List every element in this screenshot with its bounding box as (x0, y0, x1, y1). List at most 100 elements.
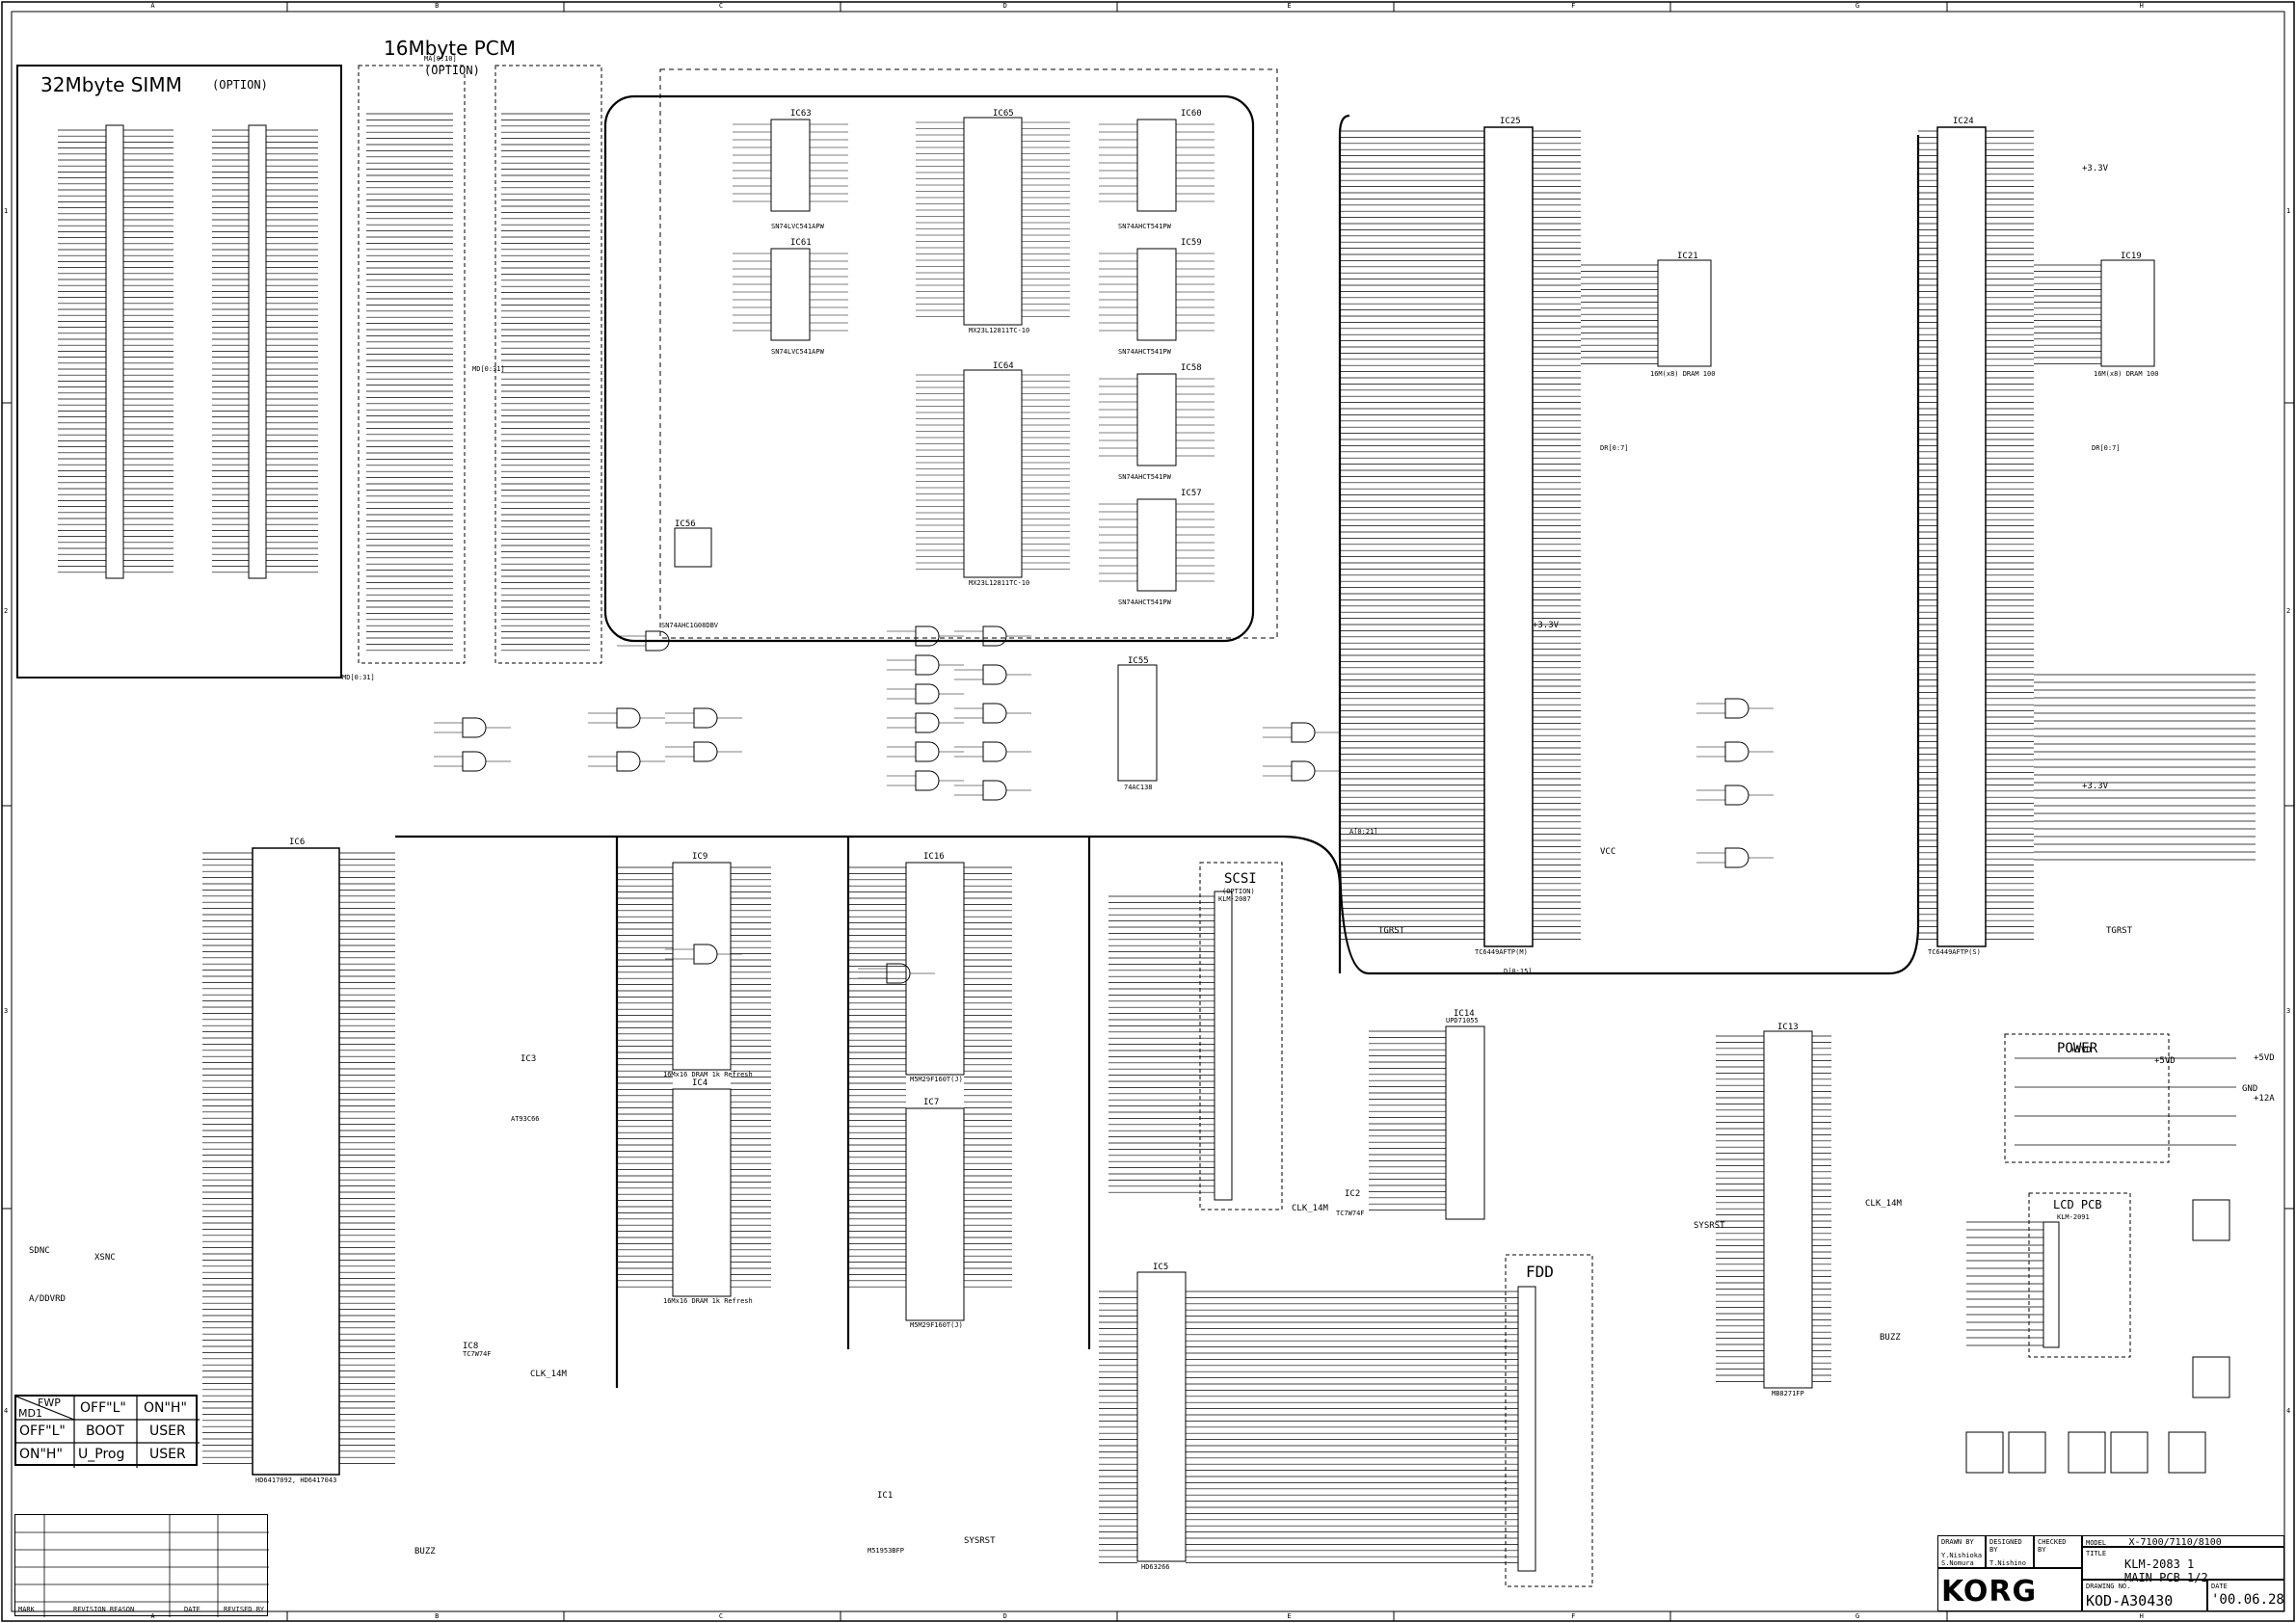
ic13-label: IC13 (1777, 1023, 1799, 1032)
grid-row-label: 2 (4, 606, 9, 615)
label-v33: +3.3V (1533, 621, 1560, 630)
grid-column-label: D (1002, 1612, 1007, 1620)
power-title: POWER (2057, 1041, 2098, 1056)
grid-column-label: A (150, 2, 155, 10)
grid-column-label: G (1855, 1612, 1860, 1620)
chip-outline (1136, 248, 1177, 341)
ic57-part: SN74AHCT541PW (1118, 599, 1171, 606)
ic9-label: IC9 (692, 852, 708, 862)
ic5-box (1136, 1271, 1187, 1562)
scsi-title: SCSI (1224, 871, 1257, 887)
ic16-label: IC16 (923, 852, 945, 862)
logic-gate (1724, 741, 1749, 762)
ic4-part: 16Mx16 DRAM 1k Refresh (663, 1297, 753, 1305)
simm32-box (16, 65, 342, 678)
logic-gate (1291, 722, 1316, 743)
ic1-label: IC1 (877, 1491, 894, 1501)
label-v33-3: +3.3V (2082, 782, 2109, 791)
ic6-part: HD6417092, HD6417043 (255, 1477, 337, 1484)
tb-checked-by: CHECKED BY (2038, 1538, 2067, 1554)
ic56-part: SN74AHC1G08DBV (661, 622, 719, 629)
logic-gate (982, 703, 1007, 724)
boot-r1b: BOOT (86, 1423, 124, 1439)
grid-column-label: G (1855, 2, 1860, 10)
ic65-part: MX23L12811TC-10 (969, 327, 1030, 334)
label-v5-3: +5VD (2254, 1053, 2275, 1063)
label-clk14m-2: CLK_14M (1292, 1204, 1328, 1213)
ic3-part: AT93C66 (511, 1115, 540, 1123)
ic14-label: IC14 (1454, 1009, 1475, 1019)
tb-title2: MAIN PCB 1/2 (2124, 1571, 2208, 1584)
ic24-label: IC24 (1953, 117, 1974, 126)
label-ddr-2: DR[0:7] (2092, 444, 2121, 452)
logic-gate (982, 664, 1007, 685)
label-xsnc: XSNC (94, 1253, 116, 1263)
scsi-box (1199, 862, 1283, 1211)
ic5-label: IC5 (1153, 1263, 1169, 1272)
chip-outline (1136, 119, 1177, 212)
tb-drawn-names: Y.Nishioka S.Nomura (1941, 1552, 1983, 1567)
ic24-part: TC6449AFTP(S) (1928, 948, 1981, 956)
ic19-part: 16M(x8) DRAM 100 (2094, 370, 2159, 378)
label-d: D[0:15] (1504, 968, 1533, 975)
ic13-part: MB8271FP (1772, 1390, 1804, 1397)
ic63-label: IC63 (790, 109, 812, 119)
ic6-cpu (252, 847, 340, 1476)
boot-mode-table: FWP MD1 OFF"L" ON"H" OFF"L" BOOT USER ON… (14, 1395, 200, 1468)
tb-title-label: TITLE (2086, 1550, 2107, 1557)
ic63-part: SN74LVC541APW (771, 223, 824, 230)
revision-table: MARK REVISION REASON DATE REVISED BY (14, 1514, 269, 1617)
grid-row-label: 1 (4, 206, 9, 215)
inner-frame (11, 11, 2285, 1612)
simm32-option: (OPTION) (212, 78, 268, 92)
scsi-connector (1214, 891, 1233, 1201)
logic-gate (1724, 698, 1749, 719)
label-v12: +12A (2254, 1094, 2275, 1104)
cpu-pins (202, 852, 1518, 1563)
logic-gate (1291, 760, 1316, 782)
ic55-label: IC55 (1128, 656, 1149, 666)
ic7-part: M5M29F160T(J) (910, 1321, 963, 1329)
logic-gate (915, 741, 940, 762)
logic-gate (645, 630, 670, 652)
label-gnd: GND (2242, 1084, 2258, 1094)
logic-gate (462, 751, 487, 772)
label-a: A[0:21] (1349, 828, 1378, 836)
ic58-label: IC58 (1181, 363, 1202, 373)
ic21-label: IC21 (1677, 252, 1698, 261)
chip-outline (1136, 373, 1177, 466)
ic25-part: TC6449AFTP(M) (1475, 948, 1528, 956)
label-aoddvrd: A/DDVRD (29, 1294, 66, 1304)
ic25-box (1483, 126, 1534, 947)
label-ddr: DR[0:7] (1600, 444, 1629, 452)
ic61-label: IC61 (790, 238, 812, 248)
ic21-box (1657, 259, 1712, 367)
logic-gates (434, 625, 1774, 984)
grid-column-label: E (1287, 2, 1292, 10)
grid-row-label: 3 (2286, 1006, 2291, 1015)
grid-row-label: 4 (2286, 1406, 2291, 1415)
logic-gate (915, 683, 940, 705)
ic64-label: IC64 (993, 361, 1014, 371)
grid-column-label: D (1002, 2, 1007, 10)
simm32-pins (58, 129, 318, 573)
label-buzz: BUZZ (414, 1547, 436, 1556)
lcd-part: KLM-2091 (2057, 1213, 2090, 1221)
fdd-title: FDD (1526, 1263, 1554, 1281)
ic16-box (905, 862, 965, 1076)
pcm-bus-outline (603, 94, 1255, 643)
tb-designed-by: DESIGNED BY (1989, 1538, 2022, 1554)
revision-grid (15, 1515, 269, 1617)
scsi-sub: (OPTION) (1222, 888, 1255, 895)
rev-mark: MARK (18, 1606, 35, 1613)
ic58-part: SN74AHCT541PW (1118, 473, 1171, 481)
pcm16-box-b (494, 65, 602, 664)
lcd-box (2028, 1192, 2131, 1358)
chip-outline (674, 527, 712, 568)
ic3-label: IC3 (521, 1054, 537, 1064)
chip-outline (963, 369, 1023, 578)
label-v33-2: +3.3V (2082, 164, 2109, 173)
